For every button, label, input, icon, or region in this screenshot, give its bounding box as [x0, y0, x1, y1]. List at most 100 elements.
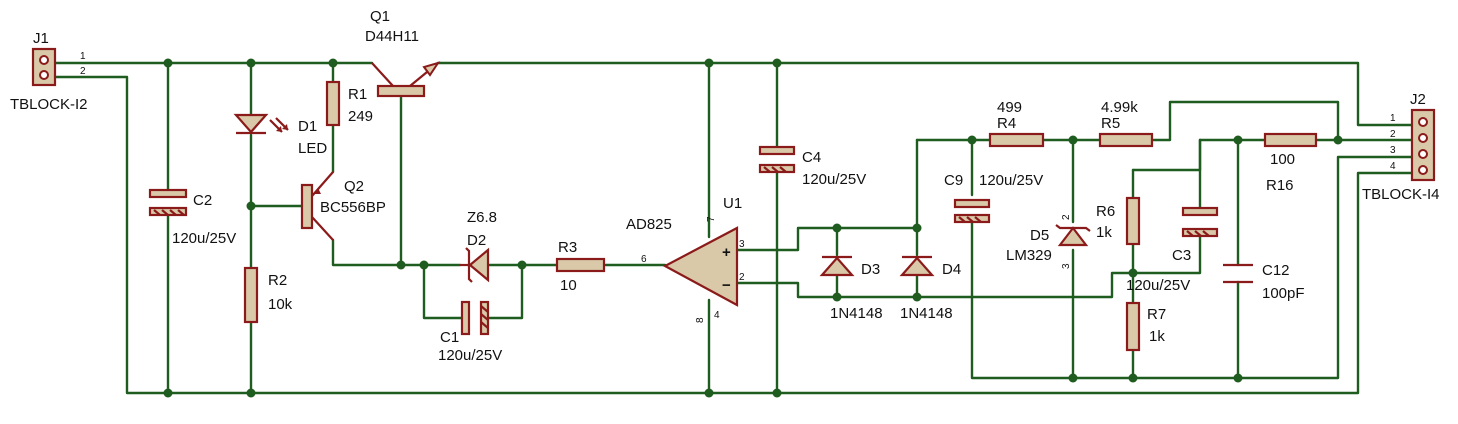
c1-ref: C1 [440, 329, 459, 346]
u1-plus-sign: + [722, 244, 731, 261]
capacitor-c12: C12 100pF [1223, 262, 1305, 302]
r1-value: 249 [348, 108, 373, 125]
u1-pin-2: 2 [739, 272, 745, 283]
d5-value: LM329 [1006, 247, 1052, 264]
wire-r5-j2 [1150, 100, 1414, 142]
wire-bottom-rail [53, 75, 1414, 395]
r2-value: 10k [268, 296, 293, 313]
d2-value: Z6.8 [467, 209, 497, 226]
wire-q2-collector [331, 238, 462, 267]
resistor-r3: R3 10 [555, 239, 606, 294]
u1-pin-7: 7 [706, 216, 717, 222]
d5-pin-3: 3 [1061, 263, 1072, 269]
r6-ref: R6 [1096, 203, 1115, 220]
j2-pin-2: 2 [1390, 129, 1396, 140]
wire-c1-left [422, 263, 470, 320]
j1-pin-2: 2 [80, 66, 86, 77]
q1-value: D44H11 [365, 28, 419, 45]
r5-ref: R5 [1101, 115, 1120, 132]
capacitor-c2: C2 120u/25V [148, 188, 236, 247]
r5-value: 4.99k [1101, 99, 1138, 116]
d2-ref: D2 [467, 232, 486, 249]
d1-ref: D1 [298, 118, 317, 135]
wire-opamp-minus [735, 271, 1135, 299]
u1-pin-4: 4 [714, 310, 720, 321]
c9-ref: C9 [944, 172, 963, 189]
u1-ref: U1 [723, 195, 742, 212]
c9-value: 120u/25V [979, 172, 1043, 189]
resistor-r5: 4.99k R5 [1098, 99, 1154, 148]
wire-c3-bottom [1131, 234, 1202, 275]
r7-ref: R7 [1147, 306, 1166, 323]
wires [53, 61, 1414, 395]
r3-ref: R3 [558, 239, 577, 256]
capacitor-c4: C4 120u/25V [758, 145, 866, 188]
q2-value: BC556BP [320, 199, 386, 216]
r7-value: 1k [1149, 328, 1165, 345]
resistor-r16: 100 R16 [1263, 132, 1318, 194]
c3-ref: C3 [1172, 247, 1191, 264]
r1-ref: R1 [348, 86, 367, 103]
r4-ref: R4 [997, 115, 1016, 132]
d3-ref: D3 [861, 261, 880, 278]
resistor-r4: 499 R4 [988, 99, 1045, 148]
c2-value: 120u/25V [172, 230, 236, 247]
capacitor-c3: C3 120u/25V [1126, 206, 1219, 294]
c12-value: 100pF [1262, 285, 1305, 302]
resistor-r1: R1 249 [325, 80, 373, 127]
d5-ref: D5 [1030, 227, 1049, 244]
j1-ref: J1 [33, 30, 49, 47]
connector-j2: J2 TBLOCK-I4 1 2 3 4 [1362, 91, 1440, 203]
wire-c1-right [486, 263, 524, 320]
u1-minus-sign: − [722, 277, 731, 294]
u1-pin-8: 8 [695, 317, 706, 323]
capacitor-c9: C9 120u/25V [944, 172, 1043, 224]
wire-top-rail-right [436, 61, 1414, 127]
capacitor-c1: C1 120u/25V [438, 300, 502, 364]
j1-pin-1: 1 [80, 51, 86, 62]
diode-d3: D3 1N4148 [819, 255, 883, 322]
wire-opamp-plus [735, 226, 919, 252]
r16-ref: R16 [1266, 177, 1294, 194]
connector-j1: J1 TBLOCK-I2 1 2 [10, 30, 88, 113]
r6-value: 1k [1096, 224, 1112, 241]
transistor-q1: Q1 D44H11 [365, 8, 441, 98]
diode-d4: D4 1N4148 [899, 255, 961, 322]
d5-pin-2: 2 [1061, 214, 1072, 220]
u1-pin-3: 3 [739, 239, 745, 250]
transistor-q2: Q2 BC556BP [300, 171, 386, 241]
junction-dots [163, 58, 1343, 398]
d1-value: LED [298, 140, 327, 157]
u1-value: AD825 [626, 216, 672, 233]
d4-value: 1N4148 [900, 305, 953, 322]
c12-ref: C12 [1262, 262, 1290, 279]
j2-pin-3: 3 [1390, 145, 1396, 156]
resistor-r7: R7 1k [1125, 301, 1166, 352]
c4-ref: C4 [802, 149, 821, 166]
c4-value: 120u/25V [802, 171, 866, 188]
q2-ref: Q2 [344, 178, 364, 195]
c3-value: 120u/25V [1126, 277, 1190, 294]
led-d1: D1 LED [233, 113, 327, 157]
d4-ref: D4 [942, 261, 961, 278]
c1-value: 120u/25V [438, 347, 502, 364]
r3-value: 10 [560, 277, 577, 294]
j2-pin-4: 4 [1390, 161, 1396, 172]
j2-value: TBLOCK-I4 [1362, 186, 1440, 203]
q1-ref: Q1 [370, 8, 390, 25]
u1-pin-6: 6 [641, 254, 647, 265]
zener-d2: Z6.8 D2 [460, 209, 497, 283]
r4-value: 499 [997, 99, 1022, 116]
j2-pin-1: 1 [1390, 113, 1396, 124]
d3-value: 1N4148 [830, 305, 883, 322]
j1-value: TBLOCK-I2 [10, 96, 88, 113]
c2-ref: C2 [193, 192, 212, 209]
resistor-r2: R2 10k [243, 266, 293, 324]
j2-ref: J2 [1410, 91, 1426, 108]
r16-value: 100 [1270, 151, 1295, 168]
resistor-r6: R6 1k [1096, 196, 1141, 246]
r2-ref: R2 [268, 272, 287, 289]
opamp-u1: + − U1 AD825 7 3 2 6 8 4 [626, 195, 745, 323]
reference-d5: D5 LM329 2 3 [1006, 214, 1091, 269]
